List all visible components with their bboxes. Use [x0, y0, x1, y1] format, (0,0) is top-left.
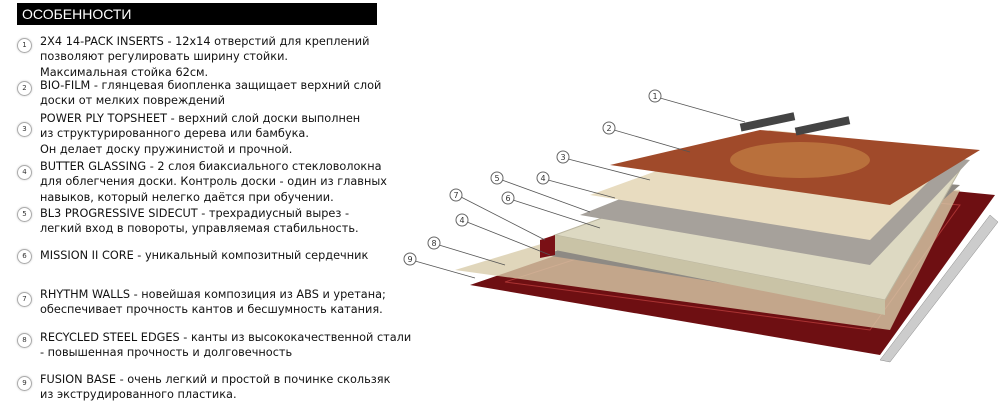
callout-label: 4 — [459, 216, 464, 225]
callout-markers: 1 2 3 4 5 6 7 4 8 9 — [403, 89, 662, 266]
feature-item: RECYCLED STEEL EDGES - канты из высокока… — [40, 331, 412, 360]
feature-item: MISSION II CORE - уникальный композитный… — [40, 249, 369, 262]
graphic-ornament — [730, 142, 870, 178]
feature-number: 6 — [17, 249, 32, 264]
insert-pack — [739, 112, 796, 132]
feature-number: 5 — [17, 207, 32, 222]
feature-item: POWER PLY TOPSHEET - верхний слой доски … — [40, 112, 361, 156]
steel-edge-layer — [879, 214, 999, 363]
feature-number: 7 — [17, 292, 32, 307]
feature-number: 1 — [17, 38, 32, 53]
callout-label: 7 — [453, 191, 458, 200]
feature-number: 9 — [17, 376, 32, 391]
feature-item: BUTTER GLASSING - 2 слоя биаксиального с… — [40, 160, 387, 204]
callout-label: 3 — [560, 153, 565, 162]
feature-number: 4 — [17, 165, 32, 180]
snowboard-layers-diagram: 1 2 3 4 5 6 7 4 8 9 — [403, 89, 999, 363]
callout-label: 8 — [431, 239, 436, 248]
section-header: ОСОБЕННОСТИ — [17, 3, 377, 25]
feature-number: 2 — [17, 81, 32, 96]
feature-item: 2X4 14-PACK INSERTS - 12x14 отверстий дл… — [40, 35, 370, 79]
callout-label: 4 — [540, 174, 545, 183]
callout-label: 1 — [652, 92, 657, 101]
feature-item: BIO-FILM - глянцевая биопленка защищает … — [40, 79, 382, 108]
callout-label: 5 — [494, 174, 499, 183]
feature-item: FUSION BASE - очень легкий и простой в п… — [40, 373, 391, 402]
feature-item: RHYTHM WALLS - новейшая композиция из AB… — [40, 288, 386, 317]
callout-label: 2 — [606, 124, 611, 133]
callout-label: 9 — [407, 255, 412, 264]
feature-number: 3 — [17, 122, 32, 137]
feature-item: BL3 PROGRESSIVE SIDECUT - трехрадиусный … — [40, 207, 359, 236]
insert-pack — [794, 116, 851, 136]
callout-label: 6 — [505, 194, 510, 203]
core-side — [555, 235, 885, 315]
feature-number: 8 — [17, 333, 32, 348]
